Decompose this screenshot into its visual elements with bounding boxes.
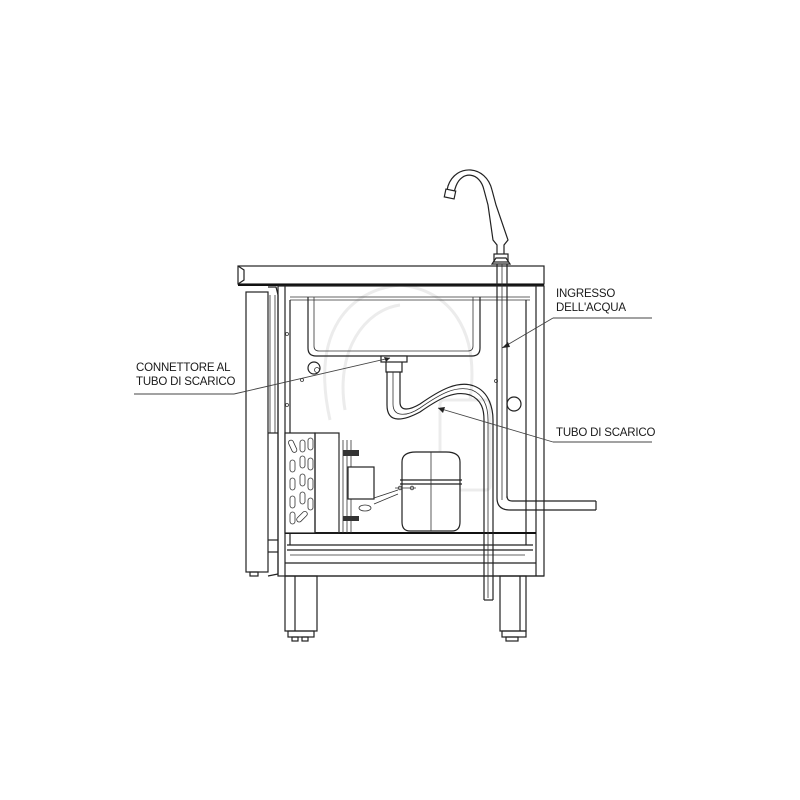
water-inlet-pipe	[496, 264, 597, 511]
door-panel	[245, 286, 279, 577]
compressor	[395, 451, 462, 532]
leader-water-inlet	[501, 317, 652, 349]
leader-drain-connector	[134, 357, 391, 395]
label-drain-pipe: TUBO DI SCARICO	[556, 426, 655, 440]
label-line: TUBO DI SCARICO	[556, 427, 656, 439]
label-line: TUBO DI SCARICO	[136, 376, 236, 388]
drain-pipe	[380, 355, 494, 601]
label-line: CONNETTORE AL	[136, 362, 231, 374]
label-line: INGRESSO	[556, 288, 616, 300]
fan	[338, 438, 399, 533]
legs	[284, 575, 527, 642]
leader-drain-pipe	[437, 407, 652, 443]
condenser	[284, 432, 340, 534]
label-line: DELL'ACQUA	[556, 302, 626, 314]
label-water-inlet: INGRESSO DELL'ACQUA	[556, 287, 626, 315]
label-drain-connector: CONNETTORE AL TUBO DI SCARICO	[136, 361, 235, 389]
faucet	[443, 169, 512, 265]
worktop	[237, 265, 545, 286]
